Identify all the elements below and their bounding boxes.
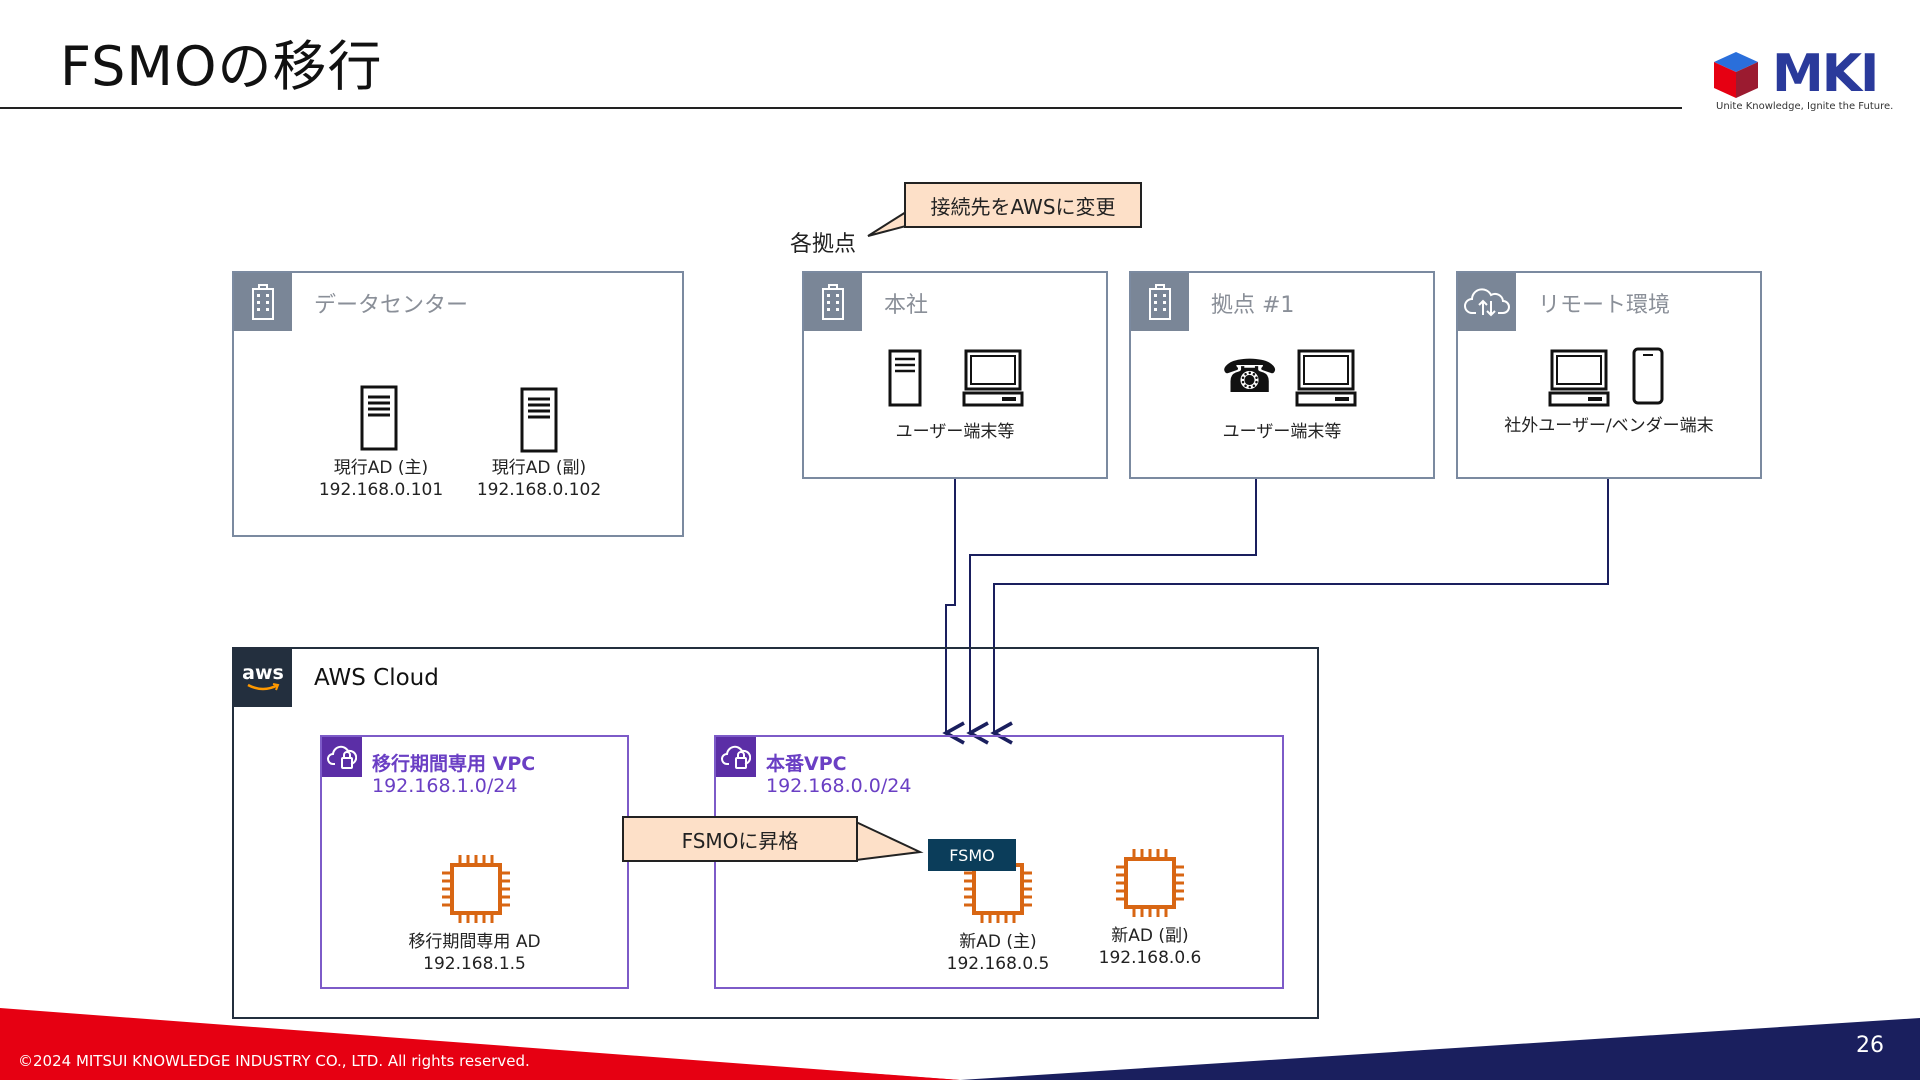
mki-logo-text: MKI	[1772, 44, 1879, 104]
desktop-computer-icon	[1295, 349, 1357, 407]
production-vpc-cidr: 192.168.0.0/24	[766, 775, 912, 797]
new-ad-primary-name: 新AD (主)	[959, 932, 1037, 952]
new-ad-primary-ip: 192.168.0.5	[946, 954, 1050, 974]
new-ad-secondary-name: 新AD (副)	[1111, 926, 1189, 946]
remote-connection-line	[990, 478, 1609, 745]
server-1-ip: 192.168.0.101	[318, 480, 444, 500]
branch-caption: ユーザー端末等	[1222, 422, 1342, 442]
copyright-text: ©2024 MITSUI KNOWLEDGE INDUSTRY CO., LTD…	[18, 1052, 530, 1070]
remote-group: リモート環境 社外ユーザー/ベンダー端末	[1456, 271, 1762, 479]
aws-logo-icon: aws	[234, 649, 292, 707]
mobile-phone-icon	[1632, 347, 1664, 405]
production-vpc-title: 本番VPC	[766, 753, 847, 775]
change-callout-pointer	[867, 210, 907, 237]
aws-logo-text: aws	[242, 662, 284, 684]
ec2-instance-chip-icon	[1116, 849, 1184, 917]
aws-cloud-group: aws AWS Cloud 移行期間専用 VPC 192.168.1.0/24 …	[232, 647, 1319, 1019]
change-destination-callout: 接続先をAWSに変更	[904, 182, 1142, 228]
logo-tagline: Unite Knowledge, Ignite the Future.	[1716, 101, 1894, 112]
branch-label: 拠点 #1	[1211, 293, 1295, 318]
ec2-instance-chip-icon	[442, 855, 510, 923]
change-destination-callout-text: 接続先をAWSに変更	[930, 194, 1116, 219]
server-icon	[360, 385, 398, 451]
datacenter-group: データセンター 現行AD (主) 192.168.0.101 現行AD (副) …	[232, 271, 684, 537]
cloud-sync-icon	[1458, 273, 1516, 331]
vpc-cloud-lock-icon	[322, 737, 362, 777]
aws-cloud-label: AWS Cloud	[314, 665, 439, 691]
telephone-icon: ☎	[1221, 349, 1279, 403]
hq-connection-line	[942, 478, 965, 745]
hq-caption: ユーザー端末等	[895, 422, 1015, 442]
laptop-icon	[1548, 349, 1610, 407]
slide-title: FSMOの移行	[60, 35, 383, 98]
production-vpc-group: 本番VPC 192.168.0.0/24 FSMO 新AD (主) 192.16…	[714, 735, 1284, 989]
office-building-icon	[1131, 273, 1189, 331]
office-building-icon	[234, 273, 292, 331]
remote-caption: 社外ユーザー/ベンダー端末	[1504, 416, 1714, 436]
mki-logo-cube-icon	[1714, 52, 1758, 98]
hq-label: 本社	[884, 293, 929, 318]
remote-label: リモート環境	[1538, 293, 1671, 318]
page-number: 26	[1856, 1033, 1884, 1058]
hq-group: 本社 ユーザー端末等	[802, 271, 1108, 479]
migration-vpc-title: 移行期間専用 VPC	[372, 753, 536, 775]
branch-connection-line	[966, 478, 1257, 745]
office-building-icon	[804, 273, 862, 331]
migration-vpc-cidr: 192.168.1.0/24	[372, 775, 518, 797]
fsmo-badge: FSMO	[928, 839, 1016, 871]
migration-ad-name: 移行期間専用 AD	[408, 932, 541, 952]
server-icon	[520, 387, 558, 453]
promote-fsmo-callout: FSMOに昇格	[622, 816, 858, 862]
fsmo-badge-text: FSMO	[949, 845, 995, 865]
migration-ad-ip: 192.168.1.5	[423, 954, 526, 974]
datacenter-label: データセンター	[314, 293, 469, 318]
desktop-computer-icon	[962, 349, 1024, 407]
server-2-ip: 192.168.0.102	[476, 480, 602, 500]
server-1-name: 現行AD (主)	[333, 458, 429, 478]
server-2-name: 現行AD (副)	[491, 458, 587, 478]
title-divider	[0, 107, 1682, 109]
migration-vpc-group: 移行期間専用 VPC 192.168.1.0/24 移行期間専用 AD 192.…	[320, 735, 629, 989]
promote-fsmo-callout-text: FSMOに昇格	[681, 828, 799, 853]
sites-label: 各拠点	[790, 232, 857, 257]
footer-bands	[0, 1008, 1920, 1080]
server-icon	[888, 349, 922, 407]
vpc-cloud-lock-icon	[716, 737, 756, 777]
new-ad-secondary-ip: 192.168.0.6	[1098, 948, 1202, 968]
branch-group: 拠点 #1 ☎ ユーザー端末等	[1129, 271, 1435, 479]
